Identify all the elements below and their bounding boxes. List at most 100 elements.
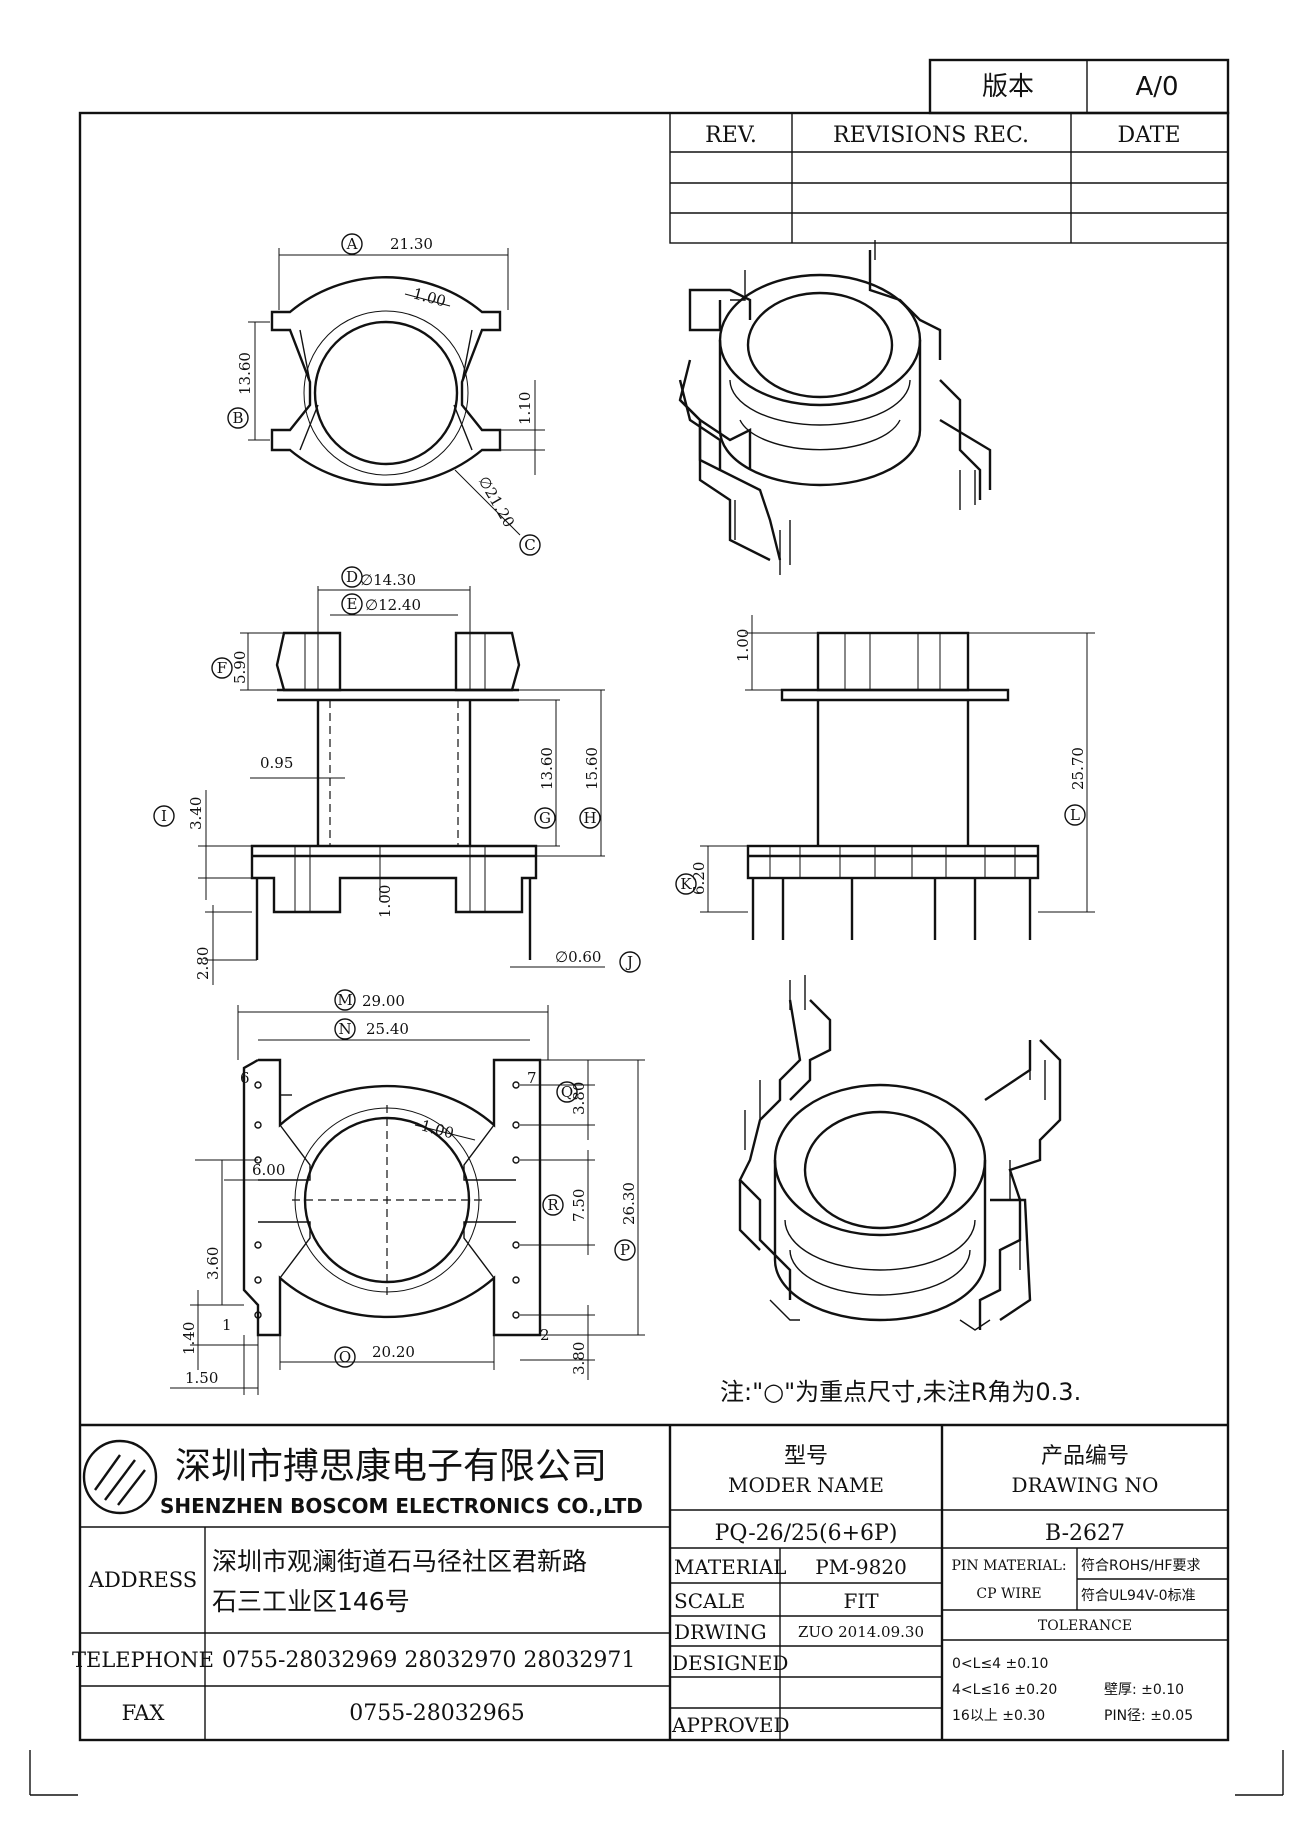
title-block: 深圳市搏思康电子有限公司 SHENZHEN BOSCOM ELECTRONICS… — [72, 1423, 1228, 1740]
dim-n-value: 25.40 — [366, 1020, 409, 1038]
dim-pin-len: 2.80 — [194, 947, 212, 980]
svg-text:F: F — [217, 659, 227, 677]
tolerance-label: TOLERANCE — [1038, 1618, 1132, 1634]
isometric-view-top — [678, 240, 992, 575]
crop-marks — [29, 1750, 1284, 1796]
marker-o: O — [334, 1346, 356, 1368]
ul-requirement: 符合UL94V-0标准 — [1081, 1588, 1196, 1604]
marker-k: K — [675, 873, 697, 895]
marker-j: J — [619, 951, 641, 973]
front-section-view: ∅14.30 ∅12.40 5.90 0.95 13.60 15.60 3.40… — [187, 571, 605, 985]
marker-h: H — [579, 807, 601, 829]
dim-e-value: ∅12.40 — [365, 596, 421, 614]
dim-q-value: 3.80 — [570, 1082, 588, 1115]
marker-g: G — [534, 807, 556, 829]
dim-a-value: 21.30 — [390, 235, 433, 253]
wall-tolerance: 壁厚: ±0.10 — [1104, 1682, 1184, 1698]
bottom-view: 6 7 1 2 29.00 25.40 1.00 6.00 3.60 1.40 … — [170, 992, 645, 1395]
date-header: DATE — [1117, 123, 1180, 148]
model-label-cn: 型号 — [784, 1444, 828, 1469]
svg-text:N: N — [338, 1020, 351, 1038]
tolerance-row-2: 4<L≤16 ±0.20 — [952, 1682, 1057, 1698]
revisions-rec-header: REVISIONS REC. — [833, 123, 1029, 148]
telephone-value: 0755-28032969 28032970 28032971 — [222, 1648, 635, 1673]
dim-bottom-pitch: 3.80 — [570, 1342, 588, 1375]
marker-i: I — [153, 805, 175, 827]
marker-r: R — [542, 1194, 564, 1216]
marker-c: C — [519, 534, 541, 556]
marker-q: Q — [556, 1081, 578, 1103]
svg-text:J: J — [625, 953, 633, 971]
dim-c-value: ∅21.20 — [475, 473, 519, 531]
svg-text:M: M — [337, 991, 352, 1009]
dim-g-value: 13.60 — [538, 747, 556, 790]
marker-f: F — [211, 657, 233, 679]
tolerance-row-1: 0<L≤4 ±0.10 — [952, 1656, 1048, 1672]
svg-text:C: C — [524, 536, 535, 554]
note-text: 注:"○"为重点尺寸,未注R角为0.3. — [720, 1378, 1081, 1406]
svg-text:O: O — [339, 1348, 351, 1366]
material-label: MATERIAL — [674, 1555, 786, 1579]
dim-d-value: ∅14.30 — [360, 571, 416, 589]
model-value: PQ-26/25(6+6P) — [715, 1521, 898, 1546]
version-value: A/0 — [1135, 72, 1178, 102]
address-line1: 深圳市观澜街道石马径社区君新路 — [212, 1547, 587, 1576]
company-logo-icon — [82, 1439, 158, 1515]
svg-text:B: B — [232, 409, 243, 427]
dim-slot-top: 1.10 — [516, 392, 534, 425]
drwing-value: ZUO 2014.09.30 — [798, 1623, 924, 1641]
svg-text:K: K — [680, 875, 692, 893]
scale-value: FIT — [843, 1589, 879, 1613]
cp-wire-label: CP WIRE — [976, 1586, 1041, 1602]
scale-label: SCALE — [674, 1589, 745, 1613]
svg-text:L: L — [1070, 806, 1080, 824]
svg-text:Q: Q — [561, 1083, 573, 1101]
pin-material-label: PIN MATERIAL: — [951, 1558, 1066, 1574]
address-label: ADDRESS — [88, 1568, 197, 1592]
dim-offset-left: 3.60 — [204, 1247, 222, 1280]
company-name-en: SHENZHEN BOSCOM ELECTRONICS CO.,LTD — [160, 1494, 643, 1518]
svg-text:H: H — [583, 809, 596, 827]
drawing-no-label-en: DRAWING NO — [1012, 1473, 1159, 1497]
dim-p-value: 26.30 — [620, 1182, 638, 1225]
material-value: PM-9820 — [815, 1555, 907, 1579]
marker-n: N — [334, 1018, 356, 1040]
tolerance-row-3: 16以上 ±0.30 — [952, 1708, 1045, 1724]
dim-width-inner: 6.00 — [252, 1161, 285, 1179]
pin-6-label: 6 — [240, 1069, 250, 1087]
top-view: 21.30 1.00 13.60 1.10 ∅21.20 — [236, 235, 545, 536]
dim-h-value: 15.60 — [583, 747, 601, 790]
marker-d: D — [341, 566, 363, 588]
fax-label: FAX — [122, 1701, 165, 1725]
fax-value: 0755-28032965 — [349, 1701, 524, 1726]
dim-b-value: 13.60 — [236, 352, 254, 395]
rohs-requirement: 符合ROHS/HF要求 — [1081, 1558, 1200, 1574]
pin-7-label: 7 — [527, 1069, 537, 1087]
address-line2: 石三工业区146号 — [212, 1587, 410, 1616]
pin-1-label: 1 — [222, 1316, 232, 1334]
marker-e: E — [341, 593, 363, 615]
svg-text:A: A — [346, 235, 358, 253]
marker-m: M — [334, 989, 356, 1011]
dim-r-value: 7.50 — [570, 1189, 588, 1222]
dim-m-value: 29.00 — [362, 992, 405, 1010]
isometric-view-bottom — [738, 975, 1062, 1331]
version-label: 版本 — [982, 72, 1034, 102]
pin-diameter-tolerance: PIN径: ±0.05 — [1104, 1708, 1193, 1724]
marker-a: A — [341, 233, 363, 255]
dim-f-value: 5.90 — [231, 651, 249, 684]
version-box: 版本 A/0 — [928, 58, 1230, 115]
marker-l: L — [1064, 804, 1086, 826]
telephone-label: TELEPHONE — [72, 1648, 214, 1672]
side-view: 1.00 25.70 6.20 — [690, 615, 1095, 940]
model-label-en: MODER NAME — [728, 1473, 884, 1497]
dim-o-value: 20.20 — [372, 1343, 415, 1361]
approved-label: APPROVED — [671, 1713, 790, 1737]
dim-l-value: 25.70 — [1069, 747, 1087, 790]
svg-text:E: E — [347, 595, 358, 613]
drawing-no-label-cn: 产品编号 — [1041, 1444, 1129, 1469]
revisions-table: REV. REVISIONS REC. DATE — [669, 112, 1229, 244]
dimension-markers: A B C D E F G H I J K L M N O P Q R — [153, 233, 1086, 1368]
marker-p: P — [614, 1239, 636, 1261]
dim-base-wall: 1.00 — [376, 885, 394, 918]
